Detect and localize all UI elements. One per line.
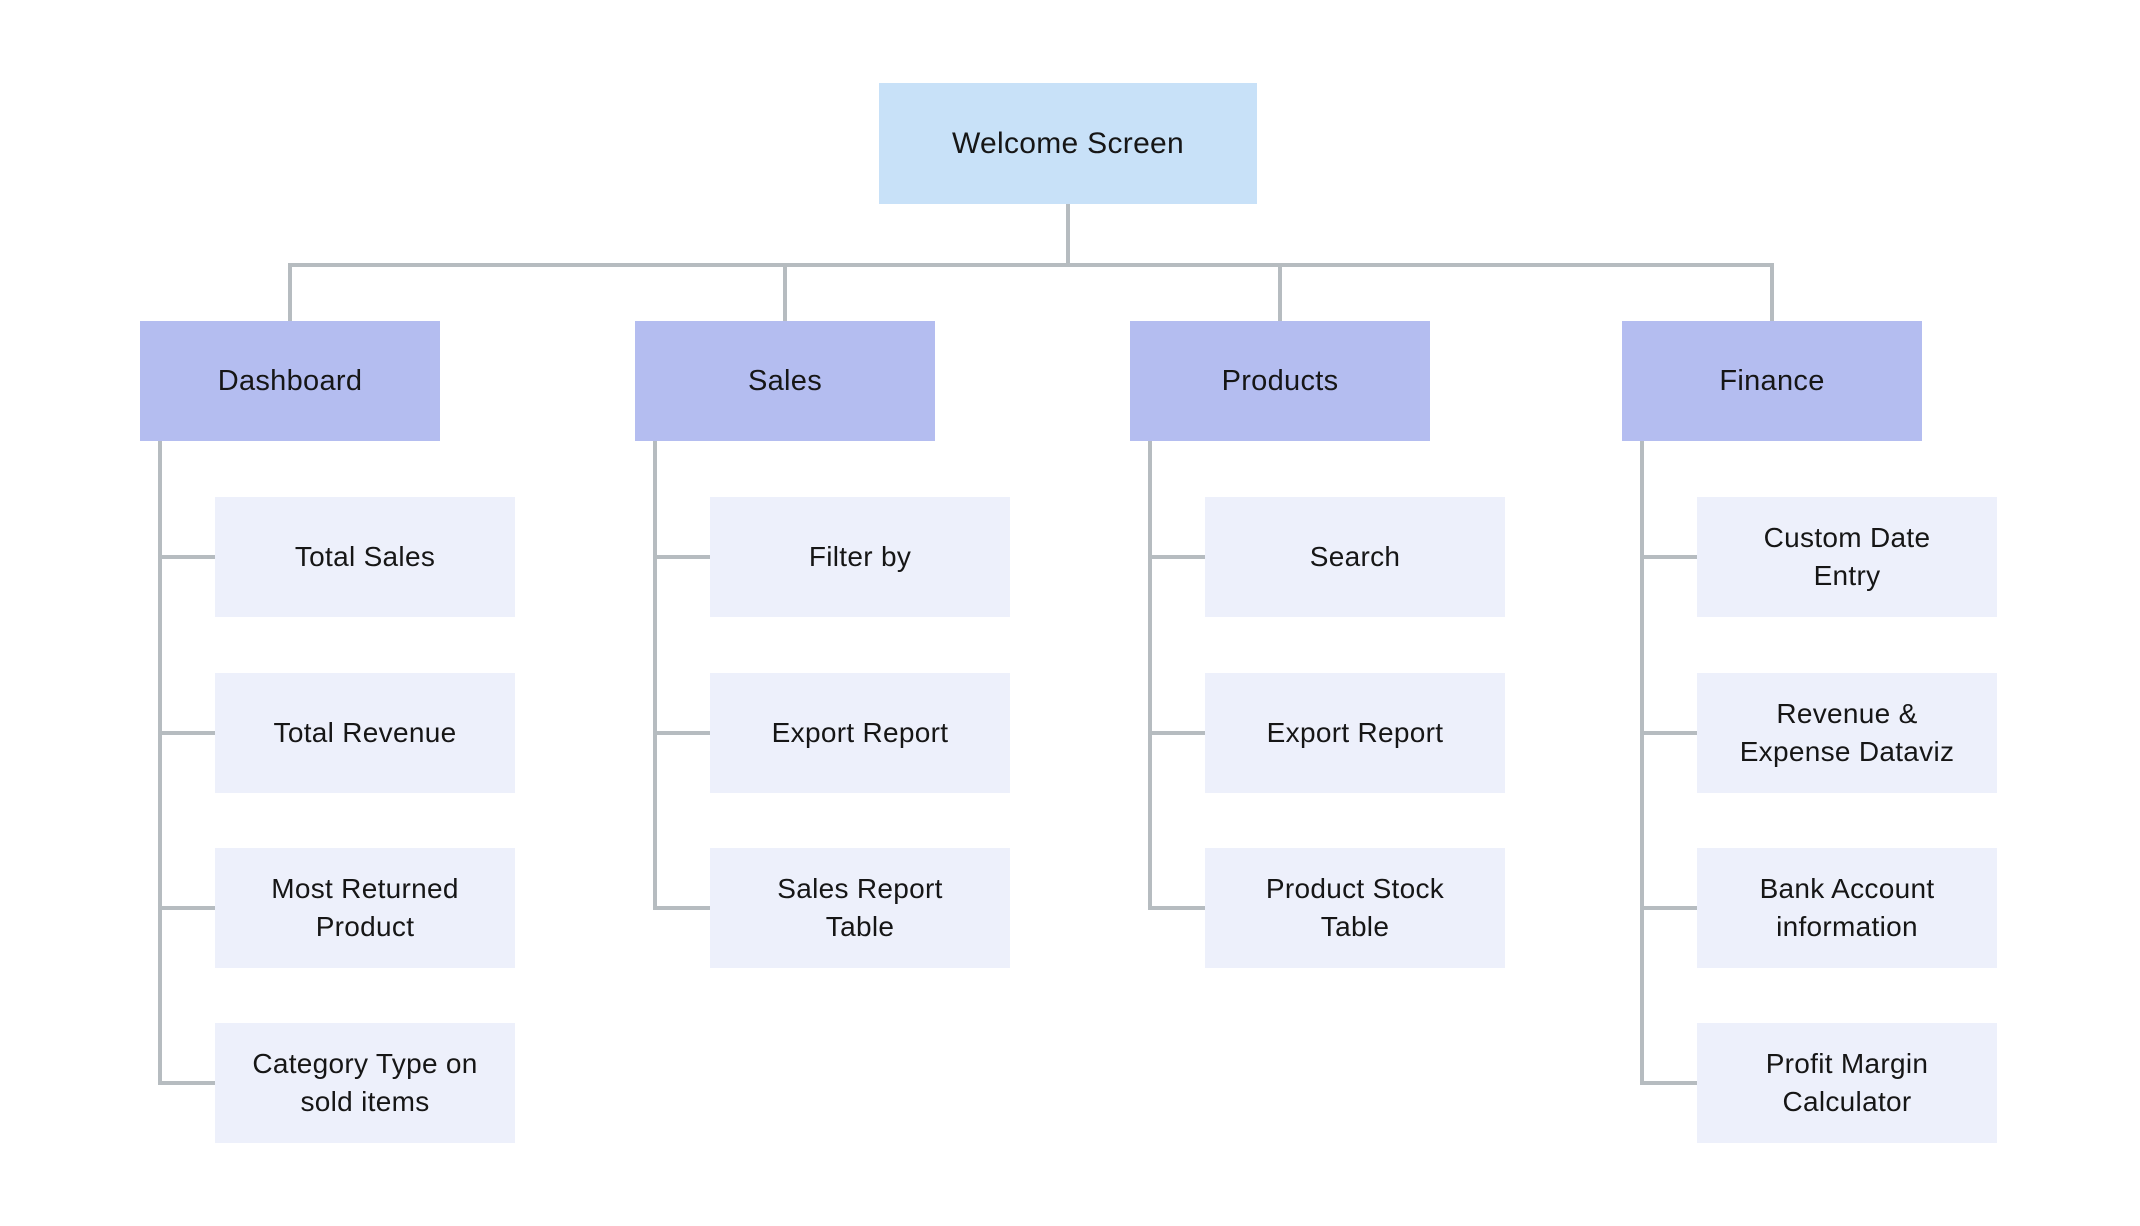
child-node-profit-margin-calculator: Profit Margin Calculator [1697, 1023, 1997, 1143]
child-node-sales-report-table: Sales Report Table [710, 848, 1010, 968]
child-node-search: Search [1205, 497, 1505, 617]
child-node-category-type-on-sold-items: Category Type on sold items [215, 1023, 515, 1143]
child-node-product-stock-table: Product Stock Table [1205, 848, 1505, 968]
child-node-total-revenue: Total Revenue [215, 673, 515, 793]
connector-tree-sales [653, 441, 710, 910]
category-node-dashboard: Dashboard [140, 321, 440, 441]
connector-tree-finance [1640, 441, 1697, 1085]
child-node-most-returned-product: Most Returned Product [215, 848, 515, 968]
child-node-total-sales: Total Sales [215, 497, 515, 617]
child-node-bank-account-information: Bank Account information [1697, 848, 1997, 968]
category-node-finance: Finance [1622, 321, 1922, 441]
connector-tree-dashboard [158, 441, 215, 1085]
child-node-filter-by: Filter by [710, 497, 1010, 617]
child-node-custom-date-entry: Custom Date Entry [1697, 497, 1997, 617]
root-node-welcome-screen: Welcome Screen [879, 83, 1257, 204]
child-node-sales-export-report: Export Report [710, 673, 1010, 793]
category-node-sales: Sales [635, 321, 935, 441]
connector-tree-products [1148, 441, 1205, 910]
child-node-revenue-expense-dataviz: Revenue & Expense Dataviz [1697, 673, 1997, 793]
child-node-products-export-report: Export Report [1205, 673, 1505, 793]
category-node-products: Products [1130, 321, 1430, 441]
